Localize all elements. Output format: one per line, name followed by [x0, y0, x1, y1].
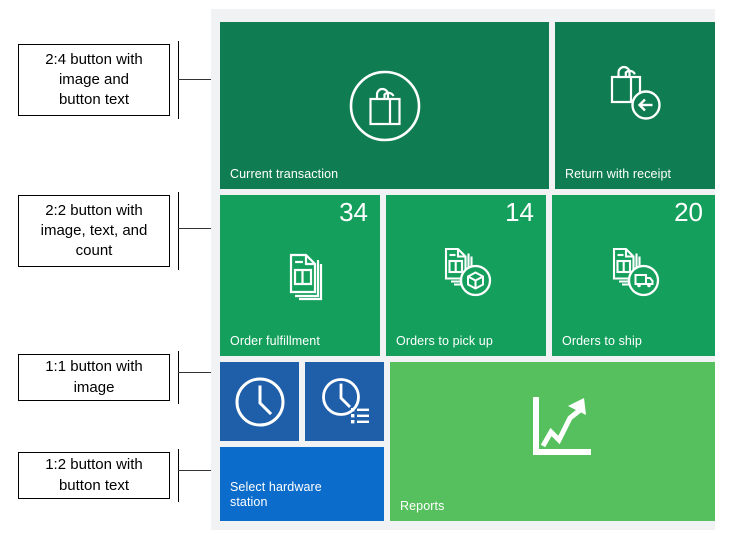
chart-growth-icon	[390, 362, 715, 497]
shopping-bag-circle-icon	[220, 22, 549, 189]
tile-label-reports: Reports	[400, 499, 445, 514]
callout-1-1-bracket	[178, 351, 179, 404]
tile-label-current-transaction: Current transaction	[230, 167, 339, 182]
callout-1-1-leader-line	[178, 372, 230, 373]
callout-2-2-leader-line	[178, 228, 230, 229]
tile-grid-panel: Current transaction Return with receipt …	[211, 9, 715, 530]
tile-label-orders-to-ship: Orders to ship	[562, 334, 642, 349]
shopping-bag-return-icon	[555, 22, 715, 163]
tile-label-order-fulfillment: Order fulfillment	[230, 334, 320, 349]
tile-select-hardware-station[interactable]: Select hardware station	[220, 447, 384, 521]
tile-reports[interactable]: Reports	[390, 362, 715, 521]
callout-1-1-button: 1:1 button with image	[18, 354, 170, 401]
callout-1-2-leader-line	[178, 470, 230, 471]
tile-count-order-fulfillment: 34	[339, 197, 368, 227]
callout-2-2-bracket	[178, 192, 179, 270]
tile-label-select-hardware-station: Select hardware station	[230, 479, 322, 510]
tile-order-fulfillment[interactable]: 34 Order fulfillment	[220, 195, 380, 356]
callout-1-1-text: 1:1 button with image	[45, 358, 143, 396]
tile-time-clock[interactable]	[220, 362, 299, 441]
callout-2-4-leader-line	[178, 79, 230, 80]
callout-1-2-button: 1:2 button with button text	[18, 452, 170, 499]
callout-2-4-button: 2:4 button with image and button text	[18, 44, 170, 116]
tile-time-clock-entries[interactable]	[305, 362, 384, 441]
tile-orders-to-ship[interactable]: 20 Orders to ship	[552, 195, 715, 356]
callout-2-2-button: 2:2 button with image, text, and count	[18, 195, 170, 267]
tile-current-transaction[interactable]: Current transaction	[220, 22, 549, 189]
callout-2-2-text: 2:2 button with image, text, and count	[40, 201, 148, 260]
tile-label-return-with-receipt: Return with receipt	[565, 167, 672, 182]
callout-1-2-bracket	[178, 449, 179, 502]
tile-label-orders-to-pick-up: Orders to pick up	[396, 334, 493, 349]
callout-1-2-text: 1:2 button with button text	[45, 456, 143, 494]
callout-2-4-bracket	[178, 41, 179, 119]
callout-2-4-text: 2:4 button with image and button text	[45, 50, 143, 109]
tile-orders-to-pick-up[interactable]: 14 Orders to pick up	[386, 195, 546, 356]
tile-count-orders-to-pick-up: 14	[505, 197, 534, 227]
tile-count-orders-to-ship: 20	[674, 197, 703, 227]
clock-list-icon	[305, 362, 384, 441]
clock-icon	[220, 362, 299, 441]
tile-return-with-receipt[interactable]: Return with receipt	[555, 22, 715, 189]
